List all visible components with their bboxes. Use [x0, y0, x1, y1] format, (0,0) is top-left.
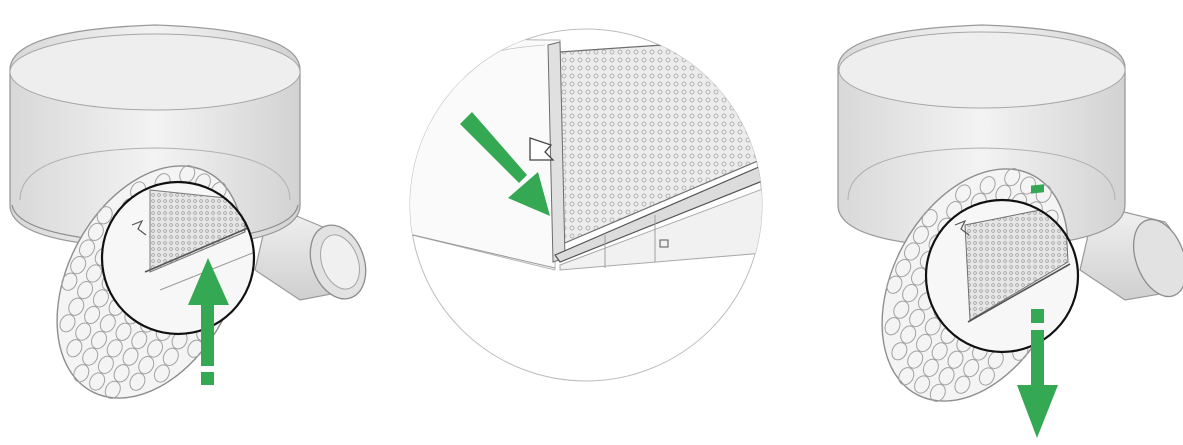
cover-perforation — [914, 375, 931, 394]
latch-tab — [529, 137, 555, 161]
cover-perforation — [891, 342, 908, 361]
cover-perforation — [979, 176, 996, 195]
cover-perforation — [904, 242, 920, 261]
cover-perforation — [92, 289, 109, 308]
cover-perforation — [954, 375, 971, 394]
arrow-down-right — [460, 112, 550, 216]
cover-perforation — [963, 359, 980, 378]
cover-perforation — [115, 322, 132, 341]
cover-perforation — [59, 314, 76, 333]
cover-perforation — [886, 275, 903, 294]
cover-perforation — [97, 355, 114, 374]
cover-perforation — [924, 317, 941, 336]
cover-perforation — [73, 364, 90, 383]
cover-perforation — [131, 331, 148, 350]
cover-perforation — [947, 350, 964, 369]
cover-perforation — [162, 347, 179, 366]
cover-perforation — [893, 300, 910, 319]
cover-perforation — [87, 222, 104, 241]
cover-perforation — [902, 284, 919, 303]
cover-perforation — [938, 367, 955, 386]
arrow-up — [188, 258, 229, 385]
cover-perforation — [61, 272, 78, 291]
hood-housing — [837, 24, 1126, 249]
cover-perforation — [138, 356, 155, 375]
cover-perforation — [86, 264, 102, 283]
cover-perforation — [70, 256, 87, 275]
magnifier-detail — [924, 198, 1080, 354]
cover-perforation — [895, 259, 912, 278]
cover-perforation — [113, 364, 130, 383]
cover-perforation — [912, 225, 929, 244]
cover-perforation — [900, 325, 917, 344]
cover-perforation — [96, 206, 113, 225]
cover-perforation — [106, 339, 123, 358]
cover-perforation — [931, 342, 948, 361]
panel-remove-filter — [837, 24, 1183, 438]
cover-perforation — [68, 297, 85, 316]
cover-perforation — [929, 383, 946, 402]
cover-perforation — [978, 367, 995, 386]
panel-insert-filter — [9, 24, 367, 399]
cover-perforation — [75, 322, 92, 341]
cover-perforation — [77, 281, 94, 300]
panel-detail-latch — [409, 28, 763, 382]
cover-perforation — [104, 380, 121, 399]
cover-perforation — [907, 350, 924, 369]
cover-perforation — [89, 372, 106, 391]
cover-perforation — [153, 364, 170, 383]
cover-perforation — [147, 339, 163, 358]
cover-perforation — [922, 358, 939, 377]
cover-perforation — [66, 339, 83, 358]
cover-perforation — [909, 308, 926, 328]
cover-perforation — [82, 347, 99, 366]
cover-perforation — [955, 184, 972, 203]
cover-perforation — [1004, 168, 1021, 187]
arrow-down — [1017, 184, 1058, 438]
cover-perforation — [916, 333, 932, 353]
cover-perforation — [884, 317, 901, 336]
cover-perforation — [898, 367, 915, 386]
cover-perforation — [129, 372, 146, 391]
magnifier-detail — [100, 180, 256, 336]
cover-perforation — [84, 305, 101, 325]
cover-perforation — [99, 314, 116, 333]
cover-perforation — [122, 347, 139, 366]
cover-perforation — [79, 239, 95, 258]
cover-perforation — [91, 330, 107, 350]
cover-perforation — [921, 209, 938, 228]
